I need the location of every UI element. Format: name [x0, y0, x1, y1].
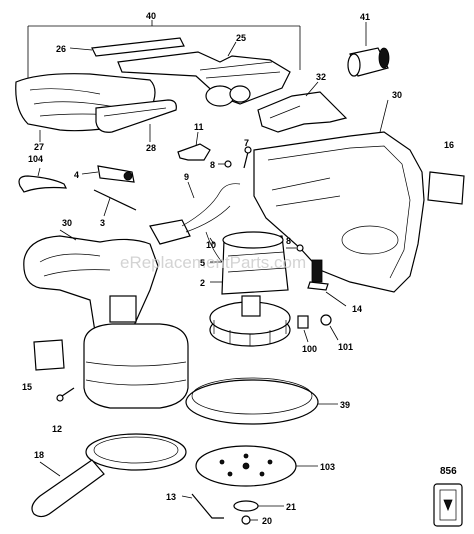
part-10-wire[interactable] — [205, 231, 223, 263]
group-40-bracket — [27, 20, 301, 80]
watermark-text: eReplacementParts.com — [120, 253, 306, 272]
label-103: 103 — [320, 462, 335, 472]
label-20: 20 — [262, 516, 272, 526]
label-40: 40 — [146, 11, 156, 21]
label-41: 41 — [360, 12, 370, 22]
label-11: 11 — [194, 122, 204, 132]
part-21-washer[interactable] — [233, 500, 284, 512]
part-9-switch[interactable] — [149, 181, 241, 245]
label-2: 2 — [200, 278, 205, 288]
part-14-bracket[interactable] — [307, 259, 347, 307]
part-16-plate[interactable] — [427, 171, 465, 205]
part-8-screw-mid[interactable] — [286, 244, 304, 252]
label-100: 100 — [302, 344, 317, 354]
part-100-block[interactable] — [297, 315, 309, 343]
label-30-left: 30 — [62, 218, 72, 228]
part-13-hex-key[interactable] — [181, 493, 224, 519]
part-101-clip[interactable] — [320, 314, 339, 341]
part-15-pad[interactable] — [33, 339, 65, 371]
part-8-screw-top[interactable] — [218, 160, 232, 168]
sander-lower-body[interactable] — [83, 323, 189, 409]
part-41-cylinder[interactable] — [347, 22, 390, 77]
label-16: 16 — [444, 140, 454, 150]
part-103-sanding-pad[interactable] — [195, 445, 318, 487]
part-104-cable-tie[interactable] — [18, 167, 68, 193]
label-9: 9 — [184, 172, 189, 182]
part-39-ring[interactable] — [185, 377, 338, 425]
part-2-motor[interactable] — [210, 231, 289, 295]
label-15: 15 — [22, 382, 32, 392]
label-32: 32 — [316, 72, 326, 82]
label-5: 5 — [200, 258, 205, 268]
part-4-strain-relief[interactable] — [81, 165, 135, 183]
label-27: 27 — [34, 142, 44, 152]
part-18-adapter[interactable] — [31, 433, 187, 518]
part-7-screw[interactable] — [243, 146, 252, 169]
model-code-badge — [433, 483, 463, 527]
part-32-nozzle[interactable] — [257, 81, 348, 133]
label-21: 21 — [286, 502, 296, 512]
part-3-pin[interactable] — [93, 189, 137, 217]
label-101: 101 — [338, 342, 353, 352]
part-12-screw[interactable] — [56, 387, 75, 402]
label-104: 104 — [28, 154, 43, 164]
part-28-frame[interactable] — [95, 99, 177, 142]
label-8-mid: 8 — [286, 236, 291, 246]
label-30-top: 30 — [392, 90, 402, 100]
label-14: 14 — [352, 304, 362, 314]
part-30-housing-right[interactable] — [253, 99, 425, 293]
label-8-top: 8 — [210, 160, 215, 170]
label-18: 18 — [34, 450, 44, 460]
label-7: 7 — [244, 138, 249, 148]
part-25-dust-tube[interactable] — [117, 41, 291, 107]
model-code-label: 856 — [440, 466, 457, 477]
label-4: 4 — [74, 170, 79, 180]
label-13: 13 — [166, 492, 176, 502]
part-11-clip[interactable] — [177, 131, 211, 161]
label-28: 28 — [146, 143, 156, 153]
label-25: 25 — [236, 33, 246, 43]
part-30-housing-left[interactable] — [23, 229, 159, 339]
label-26: 26 — [56, 44, 66, 54]
part-5-fan[interactable] — [209, 295, 291, 347]
label-10: 10 — [206, 240, 216, 250]
label-12: 12 — [52, 424, 62, 434]
part-20-screw[interactable] — [241, 515, 258, 525]
label-3: 3 — [100, 218, 105, 228]
part-26-strip[interactable] — [69, 37, 185, 57]
label-39: 39 — [340, 400, 350, 410]
